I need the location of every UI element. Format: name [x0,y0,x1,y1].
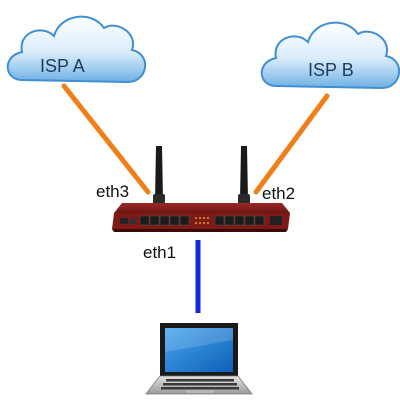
isp-b-cloud-icon [260,21,400,90]
laptop-icon [145,323,253,395]
link-isp-a-eth3 [61,83,151,195]
isp-a-cloud-icon [6,15,147,84]
eth2-label: eth2 [262,184,296,203]
eth3-label: eth3 [96,182,130,201]
eth1-label: eth1 [143,243,177,262]
router-icon [112,146,290,232]
isp-a-label: ISP A [40,56,85,76]
link-isp-b-eth2 [253,93,330,195]
isp-b-label: ISP B [308,60,354,80]
